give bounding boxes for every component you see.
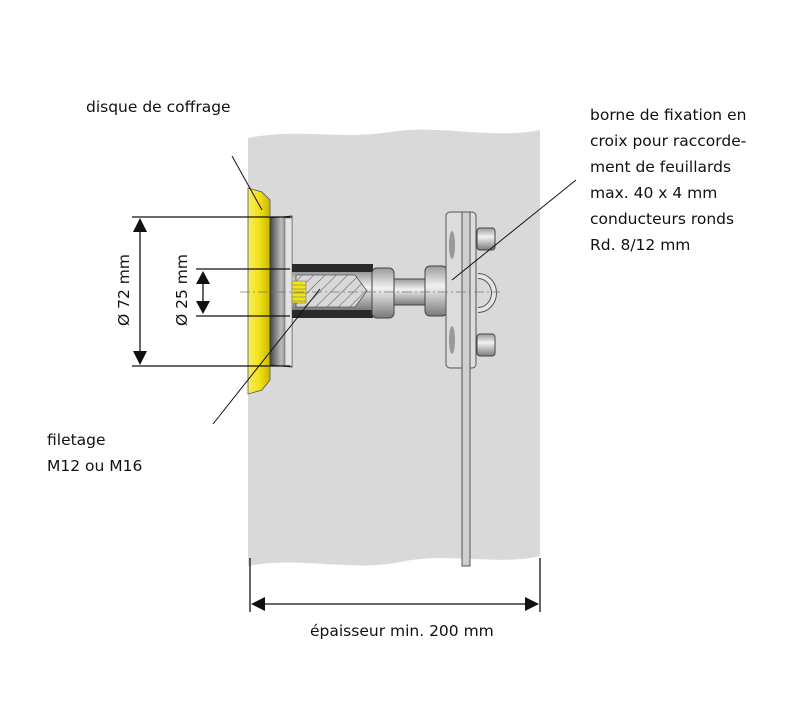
formwork-disc bbox=[247, 187, 271, 395]
thickness-label: épaisseur min. 200 mm bbox=[310, 622, 494, 640]
thread-label: filetage M12 ou M16 bbox=[47, 427, 142, 479]
bolt bbox=[476, 227, 496, 251]
thread-label-line: M12 ou M16 bbox=[47, 457, 143, 475]
clamp-label-line: conducteurs ronds bbox=[590, 210, 735, 228]
clamp-label: borne de fixation en croix pour raccorde… bbox=[590, 102, 746, 258]
dimension-lines bbox=[132, 155, 577, 612]
hex-nut bbox=[371, 267, 395, 319]
hex-nut bbox=[424, 265, 448, 317]
clamp-label-line: borne de fixation en bbox=[590, 106, 747, 124]
clamp-label-line: Rd. 8/12 mm bbox=[590, 236, 691, 254]
outer-diameter-label: Ø 72 mm bbox=[115, 254, 133, 326]
clamp-label-line: ment de feuillards bbox=[590, 158, 732, 176]
flat-strip bbox=[461, 211, 471, 567]
clamp-label-line: croix pour raccorde- bbox=[590, 132, 747, 150]
clamp-label-line: max. 40 x 4 mm bbox=[590, 184, 718, 202]
inner-diameter-label: Ø 25 mm bbox=[173, 254, 191, 326]
thread-label-line: filetage bbox=[47, 431, 106, 449]
bolt bbox=[476, 333, 496, 357]
disc-label: disque de coffrage bbox=[86, 98, 231, 116]
